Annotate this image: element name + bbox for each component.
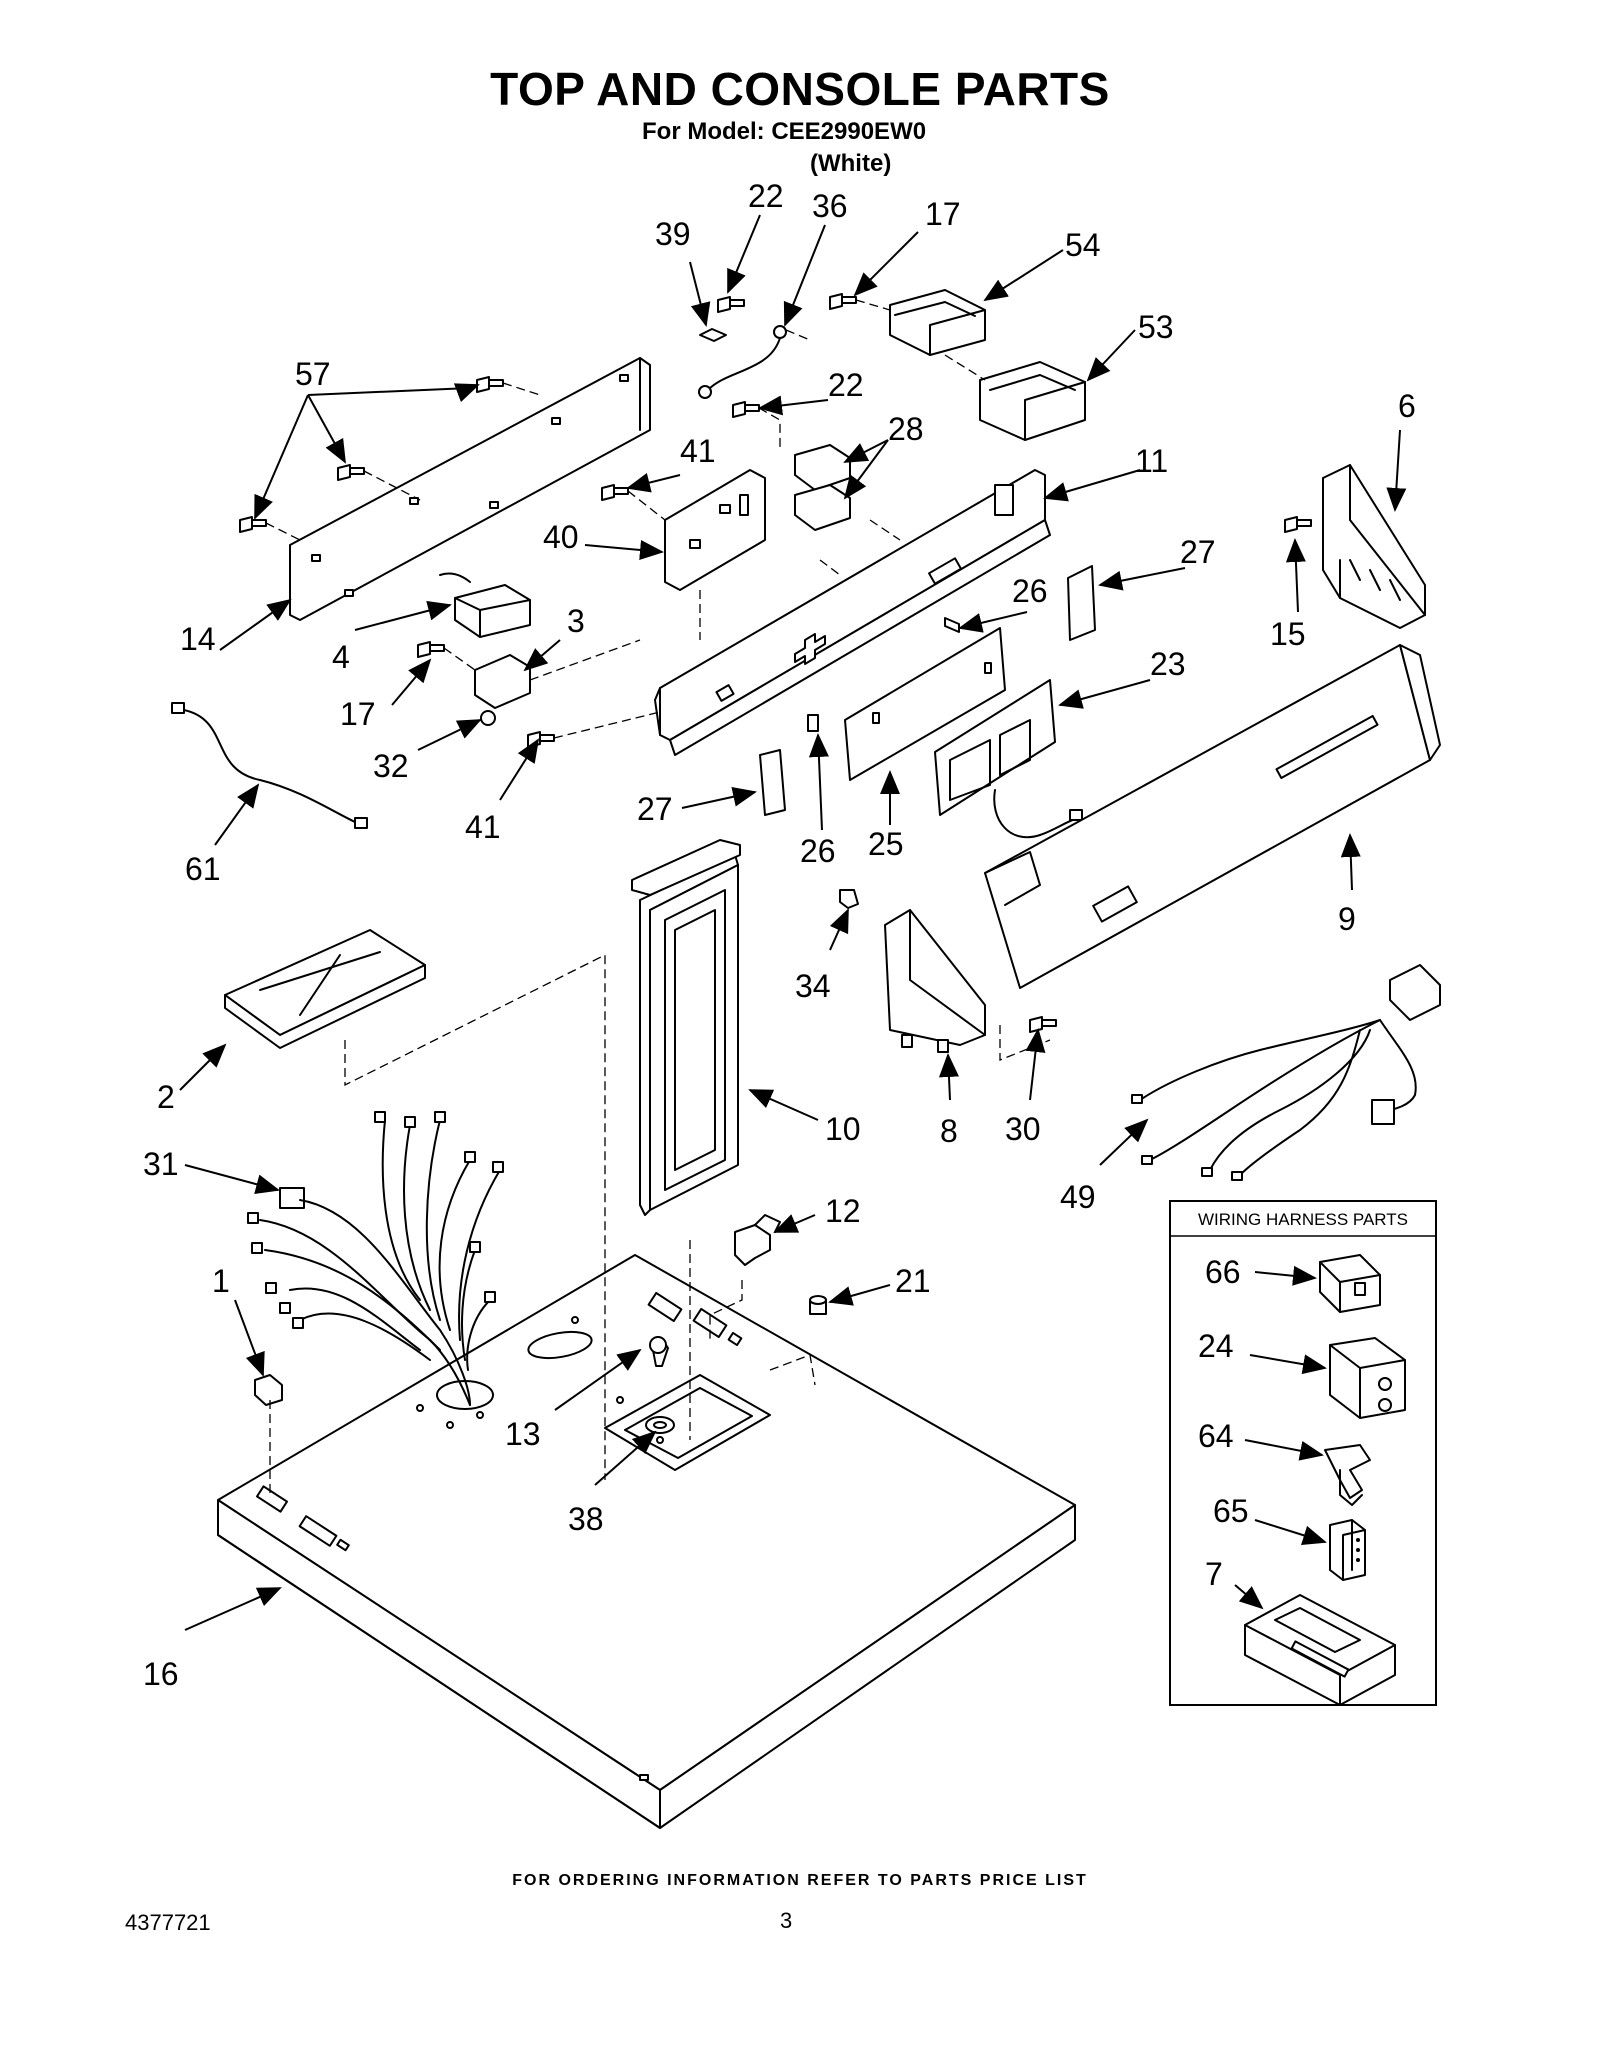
callout-8: 8 [940, 1113, 958, 1149]
callout-22: 22 [748, 178, 784, 214]
callout-labels: 22 39 36 17 54 53 57 22 28 6 11 41 40 27… [143, 178, 1416, 1692]
callout-21: 21 [895, 1263, 931, 1299]
part-49-wiring-harness [1131, 964, 1441, 1181]
parts-12-13-21-38 [645, 1214, 827, 1434]
callout-65: 65 [1213, 1493, 1249, 1529]
color-line: (White) [810, 150, 892, 177]
callout-11: 11 [1135, 443, 1168, 479]
callout-16: 16 [143, 1656, 179, 1692]
document-number: 4377721 [125, 1910, 211, 1935]
callout-2: 2 [157, 1079, 175, 1115]
callout-49: 49 [1060, 1179, 1096, 1215]
callout-13: 13 [505, 1416, 541, 1452]
wiring-harness-inset: WIRING HARNESS PARTS [1169, 1200, 1437, 1706]
callout-7: 7 [1205, 1556, 1223, 1592]
callout-25: 25 [868, 826, 904, 862]
part-1-clip [254, 1374, 283, 1406]
callout-22: 22 [828, 367, 864, 403]
callout-41: 41 [465, 809, 501, 845]
callout-39: 39 [655, 216, 691, 252]
callout-17: 17 [925, 196, 961, 232]
model-line: For Model: CEE2990EW0 [642, 118, 927, 145]
top-small-parts [698, 296, 811, 450]
callout-23: 23 [1150, 646, 1186, 682]
parts-23-25-26-27 [759, 565, 1096, 839]
part-6-end-cap [1284, 464, 1426, 629]
callout-34: 34 [795, 968, 831, 1004]
callout-6: 6 [1398, 388, 1416, 424]
callout-14: 14 [180, 621, 216, 657]
callout-15: 15 [1270, 616, 1306, 652]
callout-27: 27 [637, 791, 673, 827]
part-14-console-back [289, 357, 651, 621]
part-10-frame [631, 839, 741, 1216]
part-40-control-board [601, 469, 766, 640]
callout-12: 12 [825, 1193, 861, 1229]
callout-31: 31 [143, 1146, 179, 1182]
callout-9: 9 [1338, 901, 1356, 937]
leader-lines [179, 214, 1407, 1631]
callout-57: 57 [295, 356, 331, 392]
parts-54-53-boards [829, 289, 1086, 441]
callout-24: 24 [1198, 1328, 1234, 1364]
callout-40: 40 [543, 519, 579, 555]
callout-4: 4 [332, 639, 350, 675]
part-16-top-panel [217, 1254, 1076, 1829]
part-11-console-frame [654, 469, 1051, 756]
part-61-cable [171, 702, 368, 829]
callout-66: 66 [1205, 1254, 1241, 1290]
ordering-note: FOR ORDERING INFORMATION REFER TO PARTS … [512, 1872, 1088, 1889]
callout-27: 27 [1180, 534, 1216, 570]
callout-61: 61 [185, 851, 221, 887]
callout-17: 17 [340, 696, 376, 732]
part-28-relays [794, 444, 851, 531]
part-9-console-housing [984, 644, 1441, 989]
callout-41: 41 [680, 433, 716, 469]
part-8-end-cap [839, 889, 1057, 1053]
callout-54: 54 [1065, 227, 1101, 263]
part-4-switch [439, 572, 531, 638]
callout-26: 26 [1012, 573, 1048, 609]
callout-36: 36 [812, 188, 848, 224]
page-number: 3 [780, 1908, 793, 1933]
callout-26: 26 [800, 833, 836, 869]
part-2-cover [224, 929, 426, 1049]
page-title: TOP AND CONSOLE PARTS [490, 63, 1110, 115]
callout-28: 28 [888, 411, 924, 447]
callout-64: 64 [1198, 1418, 1234, 1454]
part-3-bracket [417, 639, 661, 748]
callout-30: 30 [1005, 1111, 1041, 1147]
inset-title: WIRING HARNESS PARTS [1198, 1210, 1408, 1229]
callout-53: 53 [1138, 309, 1174, 345]
callout-32: 32 [373, 748, 409, 784]
callout-3: 3 [567, 603, 585, 639]
callout-1: 1 [212, 1263, 230, 1299]
callout-38: 38 [568, 1501, 604, 1537]
part-31-main-harness [247, 1111, 504, 1406]
callout-10: 10 [825, 1111, 861, 1147]
part-57-screws [239, 376, 541, 541]
